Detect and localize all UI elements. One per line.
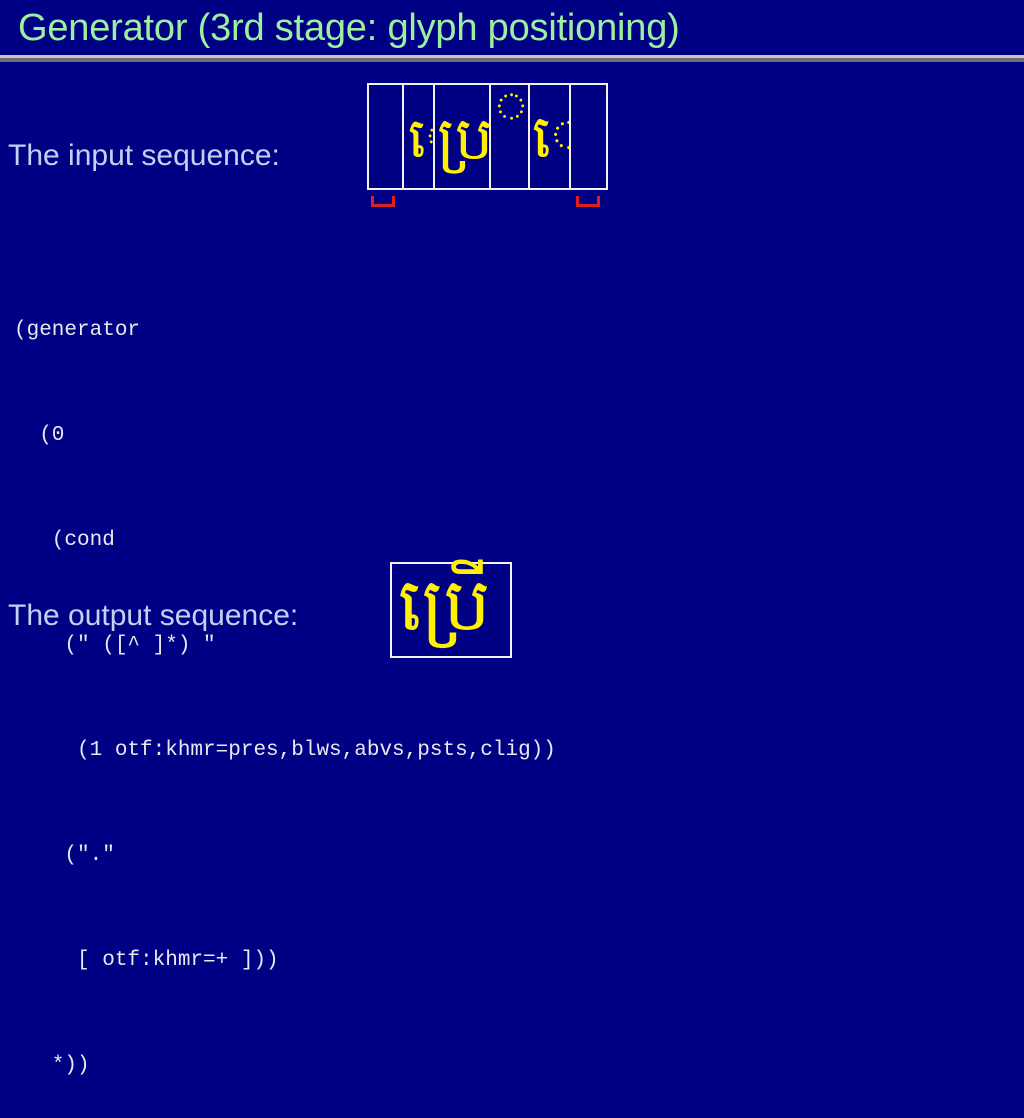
title-divider [0,55,1024,63]
input-cell-3: ប្រ [435,85,491,188]
input-sequence-box: េ ប្រ ី ៀ [367,83,608,190]
page-title: Generator (3rd stage: glyph positioning) [18,7,680,49]
generator-code-block: (generator (0 (cond (" ([^ ]*) " (1 otf:… [14,243,556,1118]
divider-light-line [0,55,1024,58]
input-cell-1 [369,85,404,188]
input-cell-4: ី [491,85,530,188]
code-line: (cond [14,529,115,552]
output-sequence-box: ប្រើ [390,562,512,658]
input-cell-2: េ [404,85,435,188]
glyph-khmer-vowel-sign-e: េ [408,111,433,167]
code-line: (1 otf:khmr=pres,blws,abvs,psts,clig)) [14,739,556,762]
input-sequence-label: The input sequence: [8,139,280,172]
input-cell-6 [571,85,606,188]
code-line: (generator [14,319,141,342]
code-line: *)) [14,1054,90,1077]
word-boundary-bracket-right [576,196,600,207]
code-line: (" ([^ ]*) " [14,634,216,657]
title-bar: Generator (3rd stage: glyph positioning) [0,0,1024,56]
glyph-khmer-vowel-sign-ya: ៀ [532,107,569,167]
glyph-khmer-output-cluster: ប្រើ [398,562,491,648]
code-line: (0 [14,424,65,447]
input-cell-5: ៀ [530,85,571,188]
glyph-khmer-ba-coeng-ro: ប្រ [437,104,491,174]
output-sequence-label: The output sequence: [8,599,299,632]
code-line: ("." [14,844,115,867]
glyph-khmer-vowel-sign-ii: ី [495,85,528,141]
word-boundary-bracket-left [371,196,395,207]
divider-dark-line [0,58,1024,62]
code-line: [ otf:khmr=+ ])) [14,949,279,972]
